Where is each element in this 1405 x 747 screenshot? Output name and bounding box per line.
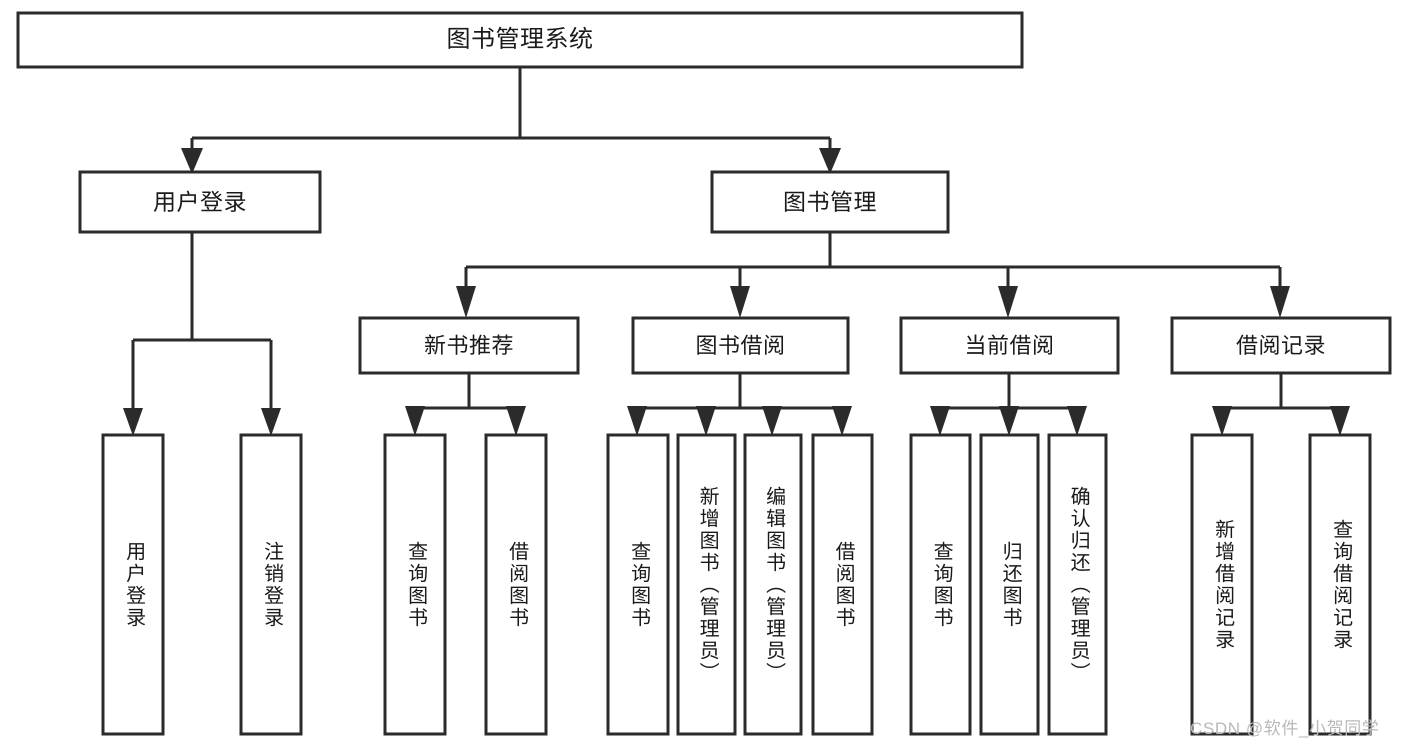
arrow-head-leaf-borrow-book-2 (832, 406, 852, 436)
node-box-book-borrow[interactable] (631, 316, 850, 375)
arrow-head-leaf-user-login (123, 408, 143, 436)
node-box-leaf-add-book[interactable] (676, 433, 737, 736)
node-box-leaf-query-book-1[interactable] (383, 433, 447, 736)
arrow-head-leaf-borrow-book-1 (506, 406, 526, 436)
arrow-head-leaf-edit-book (762, 406, 782, 436)
arrow-head-leaf-query-book-1 (405, 406, 425, 436)
arrow-head-borrow-record (1270, 286, 1290, 318)
arrow-head-new-book-rec (456, 286, 476, 318)
node-box-leaf-add-record[interactable] (1190, 433, 1254, 736)
nodes-group (16, 11, 1392, 736)
node-box-leaf-query-book-3[interactable] (909, 433, 972, 736)
arrow-head-leaf-add-record (1212, 406, 1232, 436)
node-box-leaf-confirm-return[interactable] (1047, 433, 1108, 736)
arrow-head-leaf-add-book (696, 406, 716, 436)
node-box-borrow-record[interactable] (1170, 316, 1392, 375)
arrow-head-book-manage (819, 148, 841, 174)
arrow-head-leaf-return-book (999, 406, 1019, 436)
arrow-head-user-login (181, 148, 203, 174)
node-box-leaf-logout-login[interactable] (239, 433, 303, 736)
arrow-head-leaf-query-book-3 (930, 406, 950, 436)
node-box-leaf-edit-book[interactable] (743, 433, 803, 736)
csdn-watermark: CSDN @软件_小贺同学 (1190, 719, 1380, 738)
arrow-head-leaf-confirm-return (1067, 406, 1087, 436)
node-box-current-borrow[interactable] (899, 316, 1120, 375)
edges-group (123, 67, 1350, 436)
node-box-book-manage[interactable] (710, 170, 950, 234)
arrow-head-current-borrow (998, 286, 1018, 318)
arrow-head-leaf-query-record (1330, 406, 1350, 436)
arrow-head-leaf-query-book-2 (627, 406, 647, 436)
arrow-head-book-borrow (730, 286, 750, 318)
node-box-root[interactable] (16, 11, 1024, 69)
arrow-head-leaf-logout-login (261, 408, 281, 436)
node-box-new-book-rec[interactable] (358, 316, 580, 375)
node-box-leaf-borrow-book-1[interactable] (484, 433, 548, 736)
node-box-leaf-query-book-2[interactable] (606, 433, 670, 736)
node-box-leaf-query-record[interactable] (1308, 433, 1372, 736)
node-box-user-login[interactable] (78, 170, 322, 234)
node-box-leaf-user-login[interactable] (101, 433, 165, 736)
node-box-leaf-return-book[interactable] (979, 433, 1040, 736)
node-box-leaf-borrow-book-2[interactable] (811, 433, 874, 736)
